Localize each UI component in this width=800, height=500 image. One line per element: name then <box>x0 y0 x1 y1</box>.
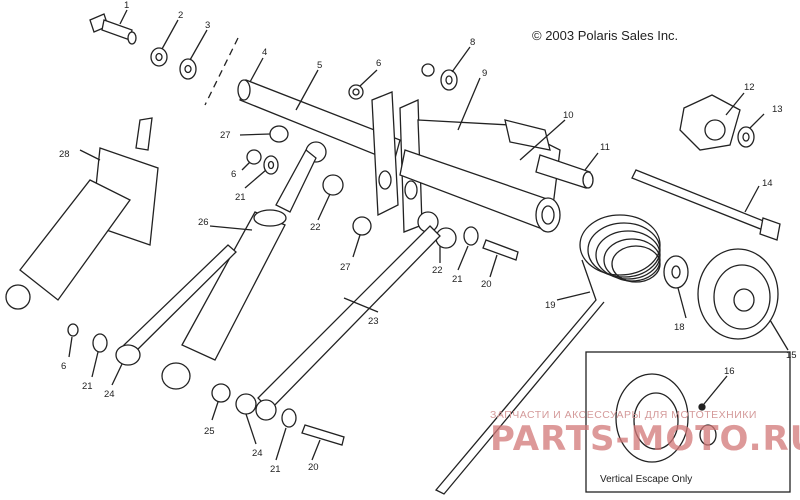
inset-caption: Vertical Escape Only <box>600 474 692 485</box>
part-21-washer-lower <box>92 333 108 353</box>
leader-lines <box>68 9 789 461</box>
watermark-logo: PARTS-MOTO.RU <box>490 419 800 459</box>
callout-21-mid: 21 <box>452 274 463 285</box>
callout-20-lower: 20 <box>308 462 319 473</box>
callout-12: 12 <box>744 82 755 93</box>
callout-22-lower: 24 <box>252 448 263 459</box>
part-5-shaft <box>237 79 401 163</box>
callout-6-top: 6 <box>376 58 381 69</box>
part-27-bushing-lower <box>352 216 372 236</box>
callout-21-top: 21 <box>235 192 246 203</box>
part-20-bolt-lower <box>301 424 345 446</box>
callout-5: 5 <box>317 60 322 71</box>
callout-24-left: 24 <box>104 389 115 400</box>
part-14-long-bolt <box>631 169 781 241</box>
part-6-nut-mid <box>246 149 262 165</box>
part-28-shock-absorber <box>5 117 159 310</box>
part-23-link-rod <box>257 225 441 411</box>
part-12-bracket-block <box>679 94 741 151</box>
part-27-bushing-top <box>269 125 289 143</box>
callout-16: 16 <box>724 366 735 377</box>
part-10-pivot-arm <box>399 119 561 233</box>
callout-1: 1 <box>124 0 129 11</box>
callout-15: 15 <box>786 350 797 361</box>
watermark: ЗАПЧАСТИ И АКСЕССУАРЫ ДЛЯ МОТОТЕХНИКИ PA… <box>490 409 800 459</box>
callout-6-lower: 6 <box>61 361 66 372</box>
part-19-torsion-spring <box>434 214 661 495</box>
part-1-bolt <box>89 13 137 45</box>
callout-18: 18 <box>674 322 685 333</box>
watermark-caption: ЗАПЧАСТИ И АКСЕССУАРЫ ДЛЯ МОТОТЕХНИКИ <box>490 409 757 421</box>
callout-9: 9 <box>482 68 487 79</box>
dashed-guide-line <box>204 37 239 106</box>
callout-21-bottom: 21 <box>270 464 281 475</box>
part-22-rod-end-upper <box>275 141 344 213</box>
callout-8: 8 <box>470 37 475 48</box>
callout-20-upper: 20 <box>481 279 492 290</box>
part-15-idler-wheel <box>697 248 779 340</box>
callout-23: 23 <box>368 316 379 327</box>
callout-11: 11 <box>600 142 610 153</box>
callout-22-upper: 22 <box>310 222 321 233</box>
part-11-shaft-end <box>535 154 594 189</box>
callout-27-top: 27 <box>220 130 231 141</box>
part-24-lower-link <box>115 244 237 390</box>
part-21-washer-mid <box>463 226 479 246</box>
callout-19: 19 <box>545 300 556 311</box>
vertical-escape-inset: Vertical Escape Only <box>585 351 791 493</box>
callout-21-lower: 21 <box>82 381 93 392</box>
callout-3: 3 <box>205 20 210 31</box>
copyright-text: © 2003 Polaris Sales Inc. <box>532 28 678 43</box>
callout-labels: 1 2 3 4 5 6 8 9 10 11 12 13 14 15 16 18 … <box>59 0 797 475</box>
part-6-nut-lower <box>67 323 79 337</box>
part-20-bolt-upper <box>482 239 519 261</box>
part-21-washer-bottom <box>281 408 297 428</box>
callout-28: 28 <box>59 149 70 160</box>
callout-6-mid: 6 <box>231 169 236 180</box>
callout-2: 2 <box>178 10 183 21</box>
callout-22-middle: 22 <box>432 265 443 276</box>
part-25-bushing <box>211 383 231 403</box>
callout-14: 14 <box>762 178 773 189</box>
part-26-shock-body <box>181 209 287 361</box>
part-8-nut <box>421 63 435 77</box>
callout-13: 13 <box>772 104 783 115</box>
callout-10: 10 <box>563 110 574 121</box>
callout-27-lower: 27 <box>340 262 351 273</box>
callout-25: 25 <box>204 426 215 437</box>
callout-26: 26 <box>198 217 209 228</box>
callout-4: 4 <box>262 47 267 58</box>
